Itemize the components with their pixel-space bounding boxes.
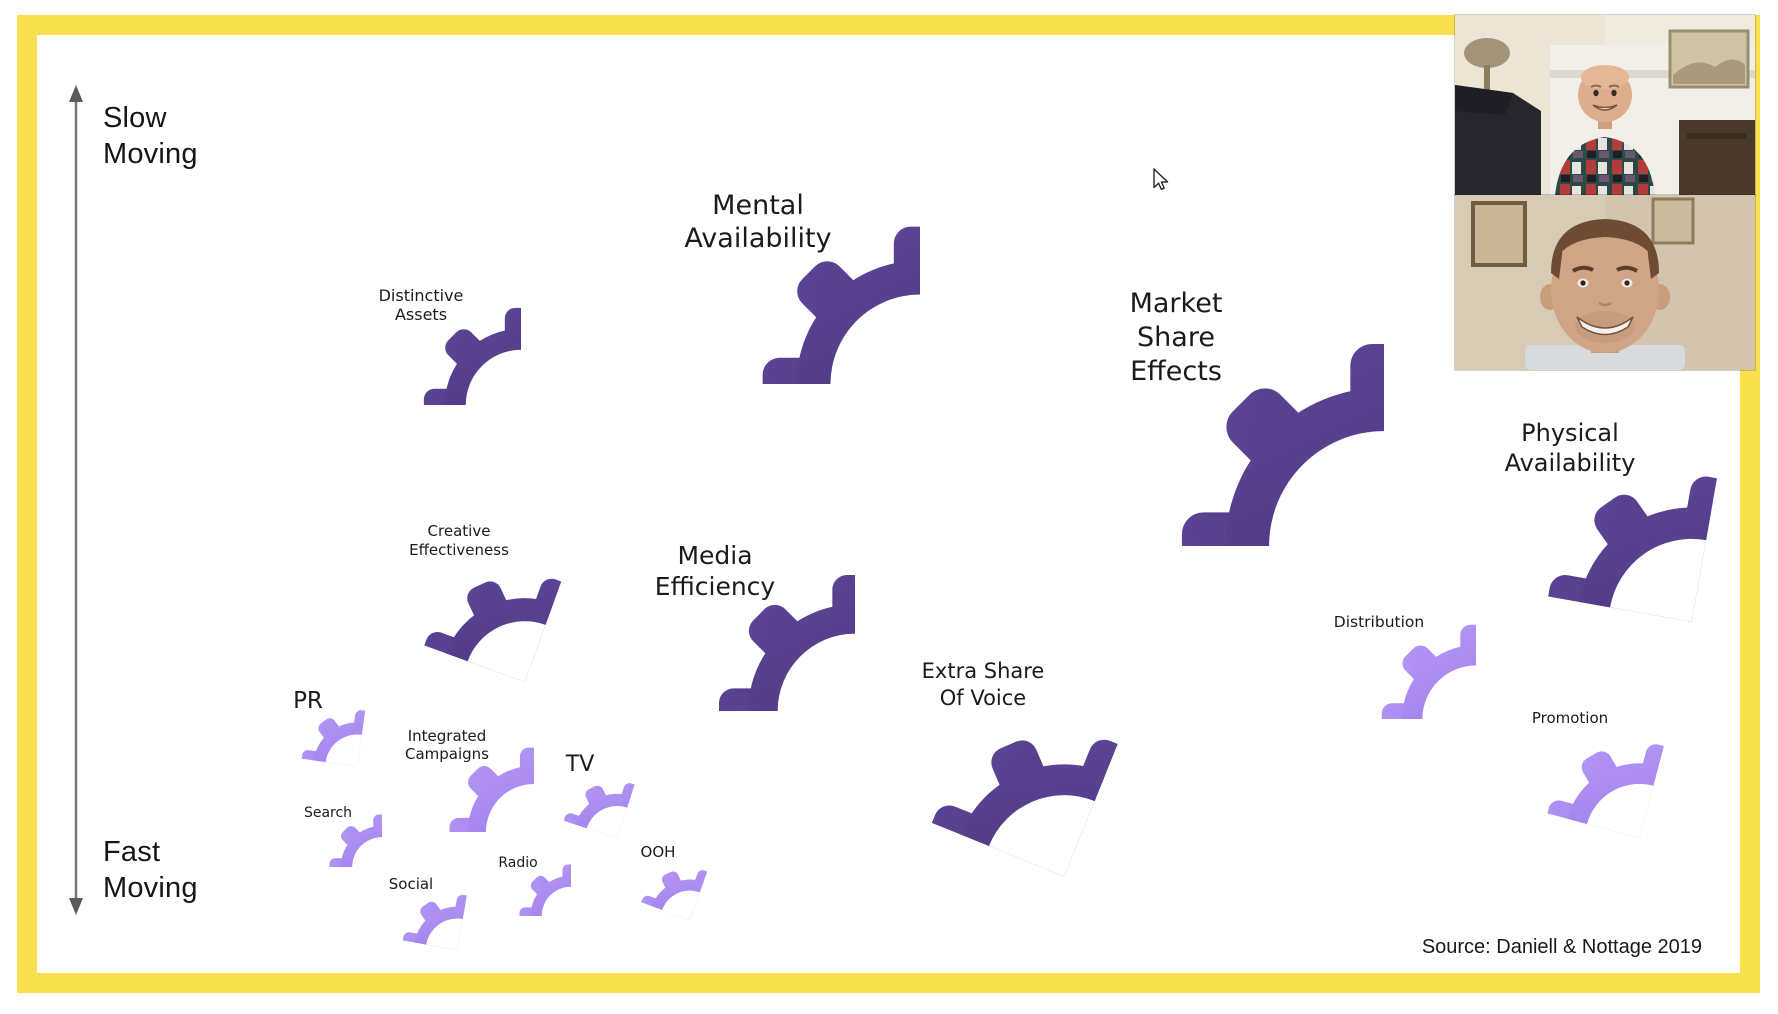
gear-label: Distribution bbox=[1333, 612, 1425, 631]
video-feed-participant-2[interactable] bbox=[1454, 194, 1756, 371]
gear-tv: TV bbox=[522, 707, 638, 823]
gear-label: Search bbox=[303, 805, 353, 821]
gear-label: OOH bbox=[640, 842, 676, 861]
gear-promotion: Promotion bbox=[1472, 620, 1668, 816]
gear-label: Social bbox=[388, 874, 434, 893]
gear-label: TV bbox=[565, 752, 595, 777]
source-note: Source: Daniell & Nottage 2019 bbox=[1421, 936, 1702, 958]
axis-label-slow-moving: Slow Moving bbox=[103, 100, 198, 172]
cursor-icon bbox=[1153, 168, 1169, 191]
gear-label: Promotion bbox=[1531, 709, 1609, 727]
gear-radio: Radio bbox=[465, 810, 571, 916]
gear-social: Social bbox=[354, 827, 468, 941]
speed-axis-arrow-icon bbox=[69, 85, 83, 915]
gear-label: PR bbox=[293, 687, 323, 714]
video-feed-participant-1[interactable] bbox=[1454, 14, 1756, 196]
gear-distribution: Distribution bbox=[1282, 525, 1476, 719]
gear-search: Search bbox=[274, 759, 382, 867]
axis-label-fast-moving: Fast Moving bbox=[103, 834, 198, 906]
webcam-video-icon bbox=[1455, 15, 1755, 195]
axis-fast-line1: Fast bbox=[103, 836, 161, 868]
axis-slow-line1: Slow bbox=[103, 102, 167, 134]
gear-label: Radio bbox=[498, 855, 538, 871]
axis-slow-line2: Moving bbox=[103, 138, 198, 170]
webcam-video-icon bbox=[1455, 195, 1755, 370]
gear-pr: PR bbox=[250, 643, 366, 759]
axis-fast-line2: Moving bbox=[103, 872, 198, 904]
gear-ooh: OOH bbox=[605, 799, 711, 905]
